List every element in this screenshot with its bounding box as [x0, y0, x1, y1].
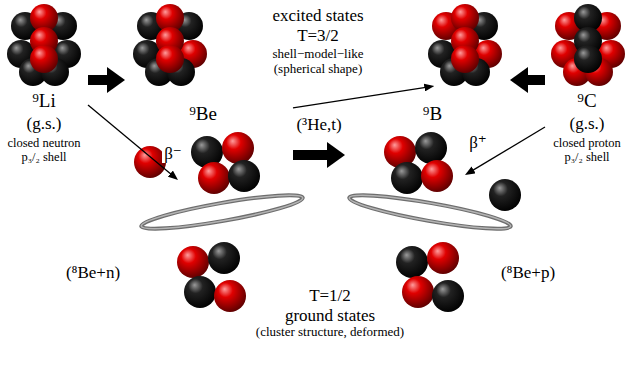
neutron-sphere: [574, 45, 602, 73]
neutron-sphere: [391, 162, 423, 194]
neutron-sphere: [396, 246, 428, 278]
nucleus-label: ⁹Li: [2, 90, 86, 112]
nucleus-label: (⁸Be+p): [483, 263, 573, 283]
neutron-sphere: [432, 280, 464, 312]
nucleus-label: excited states: [243, 6, 393, 26]
proton-sphere: [198, 162, 230, 194]
nucleus-label: closed neutron p₃/₂ shell: [2, 136, 86, 165]
proton-sphere: [214, 280, 246, 312]
li9-nucleus: [7, 4, 81, 86]
state-label: (cluster structure, deformed): [230, 325, 430, 340]
orbit-ring: [348, 189, 513, 235]
nucleus-node: ⁹C(g.s.)closed proton p₃/₂ shell: [545, 0, 631, 168]
nucleus-label: (g.s.): [545, 114, 629, 134]
transition-arrow-thick: [524, 75, 545, 85]
neutron-sphere: [228, 160, 260, 192]
transition-arrow: [293, 87, 427, 108]
nucleus-label: ⁹B: [410, 103, 455, 125]
state-label: ground states: [230, 306, 430, 326]
state-label: T=1/2: [230, 286, 430, 306]
nucleus-label: T=3/2: [243, 26, 393, 46]
transition-label: (³He,t): [294, 115, 343, 135]
nucleus-label: ⁹C: [545, 90, 629, 112]
ground-state-caption: T=1/2ground states(cluster structure, de…: [230, 286, 430, 340]
neutron-sphere: [415, 132, 447, 164]
orbit-ring: [348, 189, 513, 235]
proton-sphere: [402, 276, 434, 308]
nucleus-node: ⁹Be(⁸Be+n): [178, 100, 293, 345]
nucleus-label: ⁹Be: [178, 103, 228, 125]
state-group: excited statesT=3/2shell−model−like(sphe…: [125, 0, 510, 86]
proton-sphere: [177, 246, 209, 278]
orbit-ring: [140, 189, 305, 235]
b9-excited-nucleus: [428, 4, 502, 86]
proton-sphere: [156, 45, 184, 73]
nucleus-node: ⁹Li(g.s.)closed neutron p₃/₂ shell: [2, 0, 88, 168]
transition-label: β⁻: [162, 144, 184, 164]
transition-arrow: [88, 105, 173, 176]
nucleus-label: (spherical shape): [243, 62, 393, 77]
proton-sphere: [451, 45, 479, 73]
orbit-ring: [140, 189, 305, 235]
proton-sphere: [30, 45, 58, 73]
nucleus-label: shell−model−like: [243, 47, 393, 62]
nucleus-label: (g.s.): [2, 114, 86, 134]
proton-sphere: [222, 132, 254, 164]
nucleus-label: closed proton p₃/₂ shell: [545, 136, 629, 165]
valence-sphere: [489, 179, 521, 211]
transition-arrow-thick: [88, 75, 111, 85]
be9-cluster-nucleus: [134, 132, 304, 312]
transition-arrow-thick: [293, 150, 331, 160]
valence-sphere: [134, 146, 166, 178]
proton-sphere: [427, 242, 459, 274]
neutron-sphere: [208, 242, 240, 274]
b9-cluster-nucleus: [348, 132, 521, 312]
nucleus-label: (⁸Be+n): [48, 263, 138, 283]
c9-nucleus: [551, 4, 625, 86]
proton-sphere: [421, 160, 453, 192]
neutron-sphere: [184, 276, 216, 308]
transition-label: β⁺: [467, 133, 489, 153]
be9-excited-nucleus: [133, 4, 207, 86]
